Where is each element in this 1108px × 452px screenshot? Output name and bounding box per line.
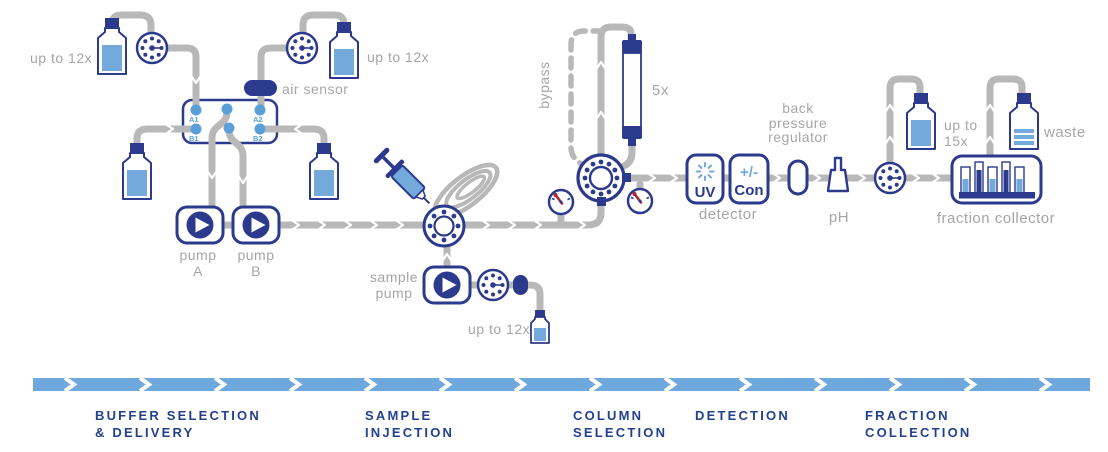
buffer-inlet-valve-left <box>137 33 167 63</box>
buffer-bottle-a-right <box>329 21 359 79</box>
label-pump-a-word: pump <box>179 247 216 263</box>
fraction-tubes <box>960 161 1025 195</box>
label-up-to-12x-left: up to 12x <box>30 50 92 66</box>
sample-inlet-valve <box>478 270 508 300</box>
label-bpr-3: regulator <box>768 129 828 145</box>
fraction-rack-base <box>959 192 1035 199</box>
port-a1-dot <box>190 104 202 116</box>
syringe-icon <box>373 147 431 205</box>
pump-b <box>231 205 281 245</box>
injection-valve <box>424 206 464 246</box>
column-valve-bottom-port <box>597 197 606 206</box>
port-b2-label: B2 <box>253 134 263 143</box>
label-ph: pH <box>829 209 849 226</box>
label-pump-b: B <box>251 263 261 279</box>
port-a2-label: A2 <box>253 115 263 124</box>
flow-chevrons <box>165 60 996 262</box>
outlet-bottle-15x <box>906 92 936 150</box>
ph-sensor <box>826 156 850 193</box>
bypass-tube <box>568 28 602 170</box>
label-pump-b-word: pump <box>237 247 274 263</box>
label-column-5x: 5x <box>652 82 669 99</box>
fraction-collector <box>950 154 1043 205</box>
conductivity-detector: +/- Con <box>728 153 770 205</box>
port-b1-dot <box>190 123 202 135</box>
label-waste: waste <box>1043 124 1086 141</box>
con-sign-label: +/- <box>740 164 758 181</box>
label-sample-word: sample <box>370 269 418 285</box>
label-fraction-collector: fraction collector <box>937 210 1055 227</box>
port-b2-dot <box>254 123 266 135</box>
label-bypass: bypass <box>536 61 552 108</box>
stage-labels: BUFFER SELECTION & DELIVERY SAMPLE INJEC… <box>95 408 972 440</box>
port-b1-label: B1 <box>189 134 199 143</box>
stage-column-line1: COLUMN <box>573 408 643 423</box>
label-air-sensor: air sensor <box>282 81 348 97</box>
stage-band-chevrons <box>63 376 1053 393</box>
back-pressure-regulator <box>787 159 809 196</box>
column-selection-valve <box>578 155 624 201</box>
port-center-a-dot <box>221 103 233 115</box>
label-up-to-12x-sample: up to 12x <box>468 321 530 337</box>
port-a2-dot <box>254 104 266 116</box>
label-bpr-1: back <box>782 100 814 116</box>
stage-band: BUFFER SELECTION & DELIVERY SAMPLE INJEC… <box>33 376 1090 440</box>
sample-air-sensor-pill <box>513 275 528 295</box>
stage-buffer-line2: & DELIVERY <box>95 425 195 440</box>
label-bpr-2: pressure <box>769 115 827 131</box>
outlet-valve <box>875 163 905 193</box>
buffer-inlet-valve-right <box>287 33 317 63</box>
inlet-valve-ports: A1 B1 A2 B2 <box>189 103 266 143</box>
column <box>622 34 642 146</box>
buffer-bottle-a-left <box>97 17 127 75</box>
label-up-to-15x-1: up to <box>944 117 978 133</box>
uv-sparkle-icon <box>695 162 715 181</box>
waste-bottle <box>1009 92 1039 150</box>
con-detector-label: Con <box>734 182 763 199</box>
port-center-b-dot <box>223 122 235 134</box>
uv-detector-label: UV <box>695 184 716 201</box>
stage-fraction-line1: FRACTION <box>865 408 950 423</box>
stage-sample-line1: SAMPLE <box>365 408 432 423</box>
label-up-to-12x-right: up to 12x <box>367 49 429 65</box>
label-pump-a: A <box>193 263 203 279</box>
tubing <box>108 11 1026 316</box>
label-sample-pump-word: pump <box>375 285 412 301</box>
inlet-valve-block <box>181 98 279 145</box>
sample-bottle <box>530 309 550 344</box>
pre-column-pressure-gauge <box>547 188 575 216</box>
stage-detection-line1: DETECTION <box>695 408 790 423</box>
pump-a <box>175 205 225 245</box>
label-detector: detector <box>699 206 757 223</box>
label-up-to-15x-2: 15x <box>944 133 968 149</box>
buffer-bottle-b-right <box>309 142 339 200</box>
buffer-bottle-b-left <box>122 142 152 200</box>
post-column-pressure-gauge <box>626 187 654 215</box>
port-a1-label: A1 <box>189 115 199 124</box>
stage-sample-line2: INJECTION <box>365 425 454 440</box>
air-sensor-pill <box>244 80 277 96</box>
sample-pump <box>422 265 472 305</box>
stage-buffer-line1: BUFFER SELECTION <box>95 408 261 423</box>
column-valve-right-port <box>622 173 631 182</box>
stage-fraction-line2: COLLECTION <box>865 425 972 440</box>
stage-band-bar <box>33 378 1090 391</box>
stage-column-line2: SELECTION <box>573 425 667 440</box>
uv-detector: UV <box>685 153 725 205</box>
